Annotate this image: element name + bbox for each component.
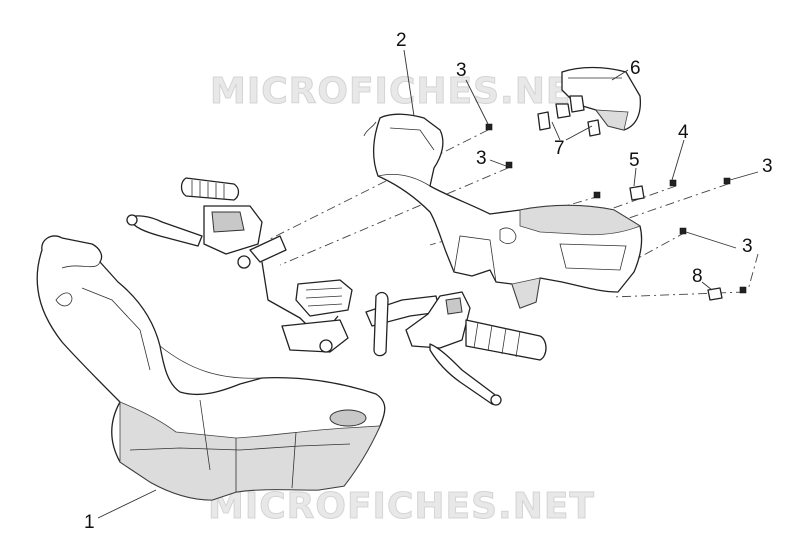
retainer-parts xyxy=(629,185,723,301)
callout-1: 1 xyxy=(84,512,95,533)
screws xyxy=(485,123,747,294)
callout-3-top: 3 xyxy=(456,60,467,81)
handlebar-front-cover xyxy=(36,235,386,501)
watermark-top: MICROFICHES.NET xyxy=(210,71,597,112)
watermark-bottom: MICROFICHES.NET xyxy=(208,486,595,527)
callout-3-mid: 3 xyxy=(476,148,487,169)
callout-2: 2 xyxy=(396,30,407,51)
handlebar-rear-cover xyxy=(363,113,643,309)
callout-4: 4 xyxy=(678,122,689,143)
small-clips xyxy=(537,95,601,137)
callout-5: 5 xyxy=(629,150,640,171)
callout-6: 6 xyxy=(630,58,641,79)
callout-8: 8 xyxy=(692,266,703,287)
callout-3-right: 3 xyxy=(762,156,773,177)
instrument-top-cover xyxy=(561,66,642,131)
right-throttle-assembly xyxy=(405,291,547,406)
callout-3-lower: 3 xyxy=(742,236,753,257)
callout-7: 7 xyxy=(554,138,565,159)
leader-lines xyxy=(97,49,759,519)
callout-labels: 1 2 3 3 3 3 4 5 6 7 8 xyxy=(84,30,773,533)
left-brake-lever-assembly xyxy=(126,177,353,353)
